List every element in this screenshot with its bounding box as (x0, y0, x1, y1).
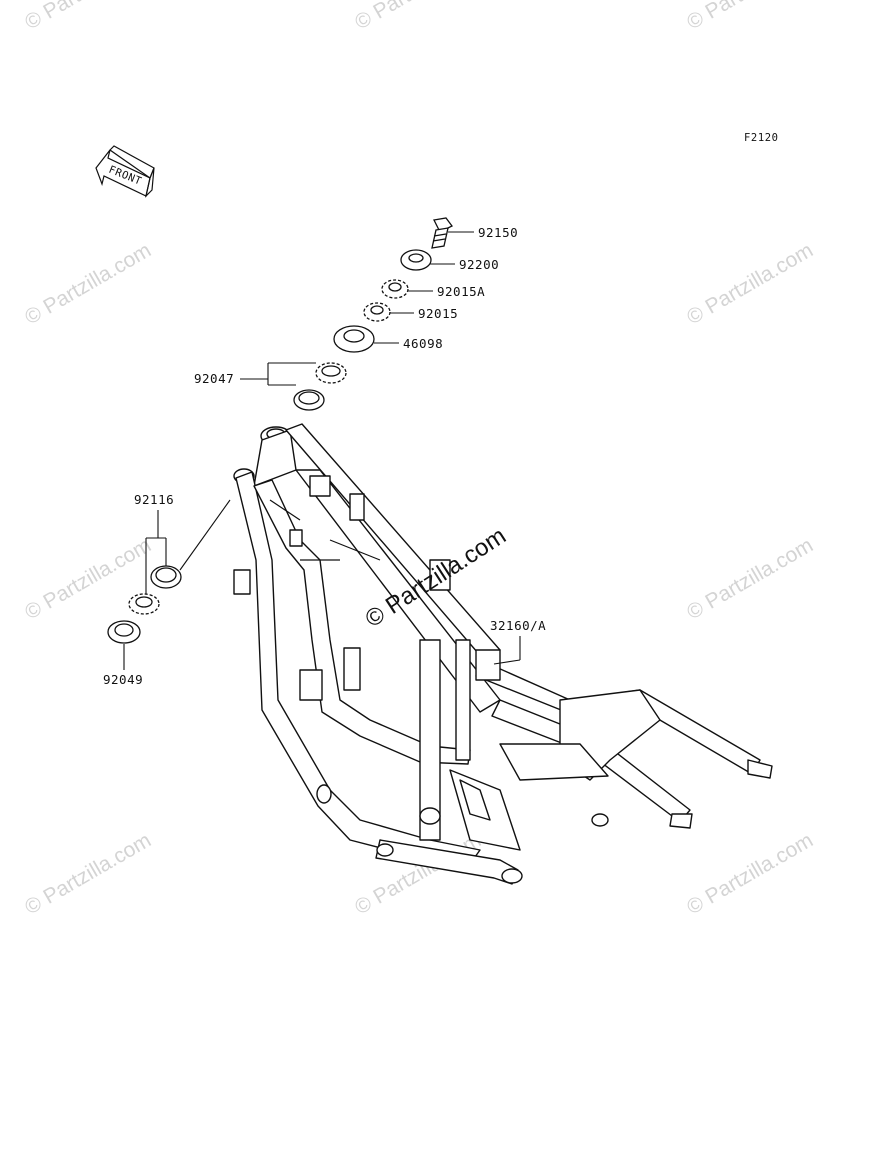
watermark-tile: © Partzilla.com (21, 239, 155, 330)
callout-label: 92047 (194, 371, 234, 386)
washer-92200 (400, 249, 432, 271)
callout-92015: 92015 (390, 306, 458, 321)
bearing-92116 (128, 593, 160, 615)
callout-92015A: 92015A (408, 284, 485, 299)
front-label: FRONT (107, 164, 144, 188)
diagram-code: F2120 (744, 132, 779, 144)
bolt-92150 (431, 217, 453, 249)
callout-92047: 92047 (194, 362, 316, 386)
watermark-tile: © Partzilla.com (683, 239, 817, 330)
callout-label: 92200 (459, 257, 499, 272)
callout-label: 46098 (403, 336, 443, 351)
watermark-tiles: © Partzilla.com © Partzilla.com © Partzi… (21, 0, 817, 919)
callout-label: 32160/A (490, 618, 546, 633)
watermark-tile: © Partzilla.com (683, 829, 817, 920)
watermark-tile: © Partzilla.com (683, 0, 817, 34)
watermark-tile: © Partzilla.com (21, 829, 155, 920)
watermark-tile: © Partzilla.com (351, 0, 485, 34)
callout-92116: 92116 (134, 492, 231, 594)
seal-46098 (333, 325, 375, 353)
callout-92049: 92049 (103, 644, 143, 687)
nut-92015 (363, 302, 391, 322)
watermark-tile: © Partzilla.com (683, 534, 817, 625)
bearing-92047-lower (293, 389, 325, 411)
bearing-92047-upper (315, 362, 347, 384)
front-arrow-icon: FRONT (95, 145, 155, 198)
callout-92200: 92200 (430, 257, 499, 272)
callout-92150: 92150 (448, 225, 518, 240)
watermark-tile: © Partzilla.com (21, 0, 155, 34)
nut-92015A (381, 279, 409, 299)
callout-label: 92150 (478, 225, 518, 240)
callout-label: 92116 (134, 492, 174, 507)
callout-label: 92015A (437, 284, 485, 299)
callout-46098: 46098 (374, 336, 443, 351)
callout-32160A: 32160/A (490, 618, 546, 665)
race-92116 (150, 565, 182, 589)
seal-92049 (107, 620, 141, 644)
callout-label: 92015 (418, 306, 458, 321)
frame-32160 (233, 423, 773, 885)
callout-label: 92049 (103, 672, 143, 687)
